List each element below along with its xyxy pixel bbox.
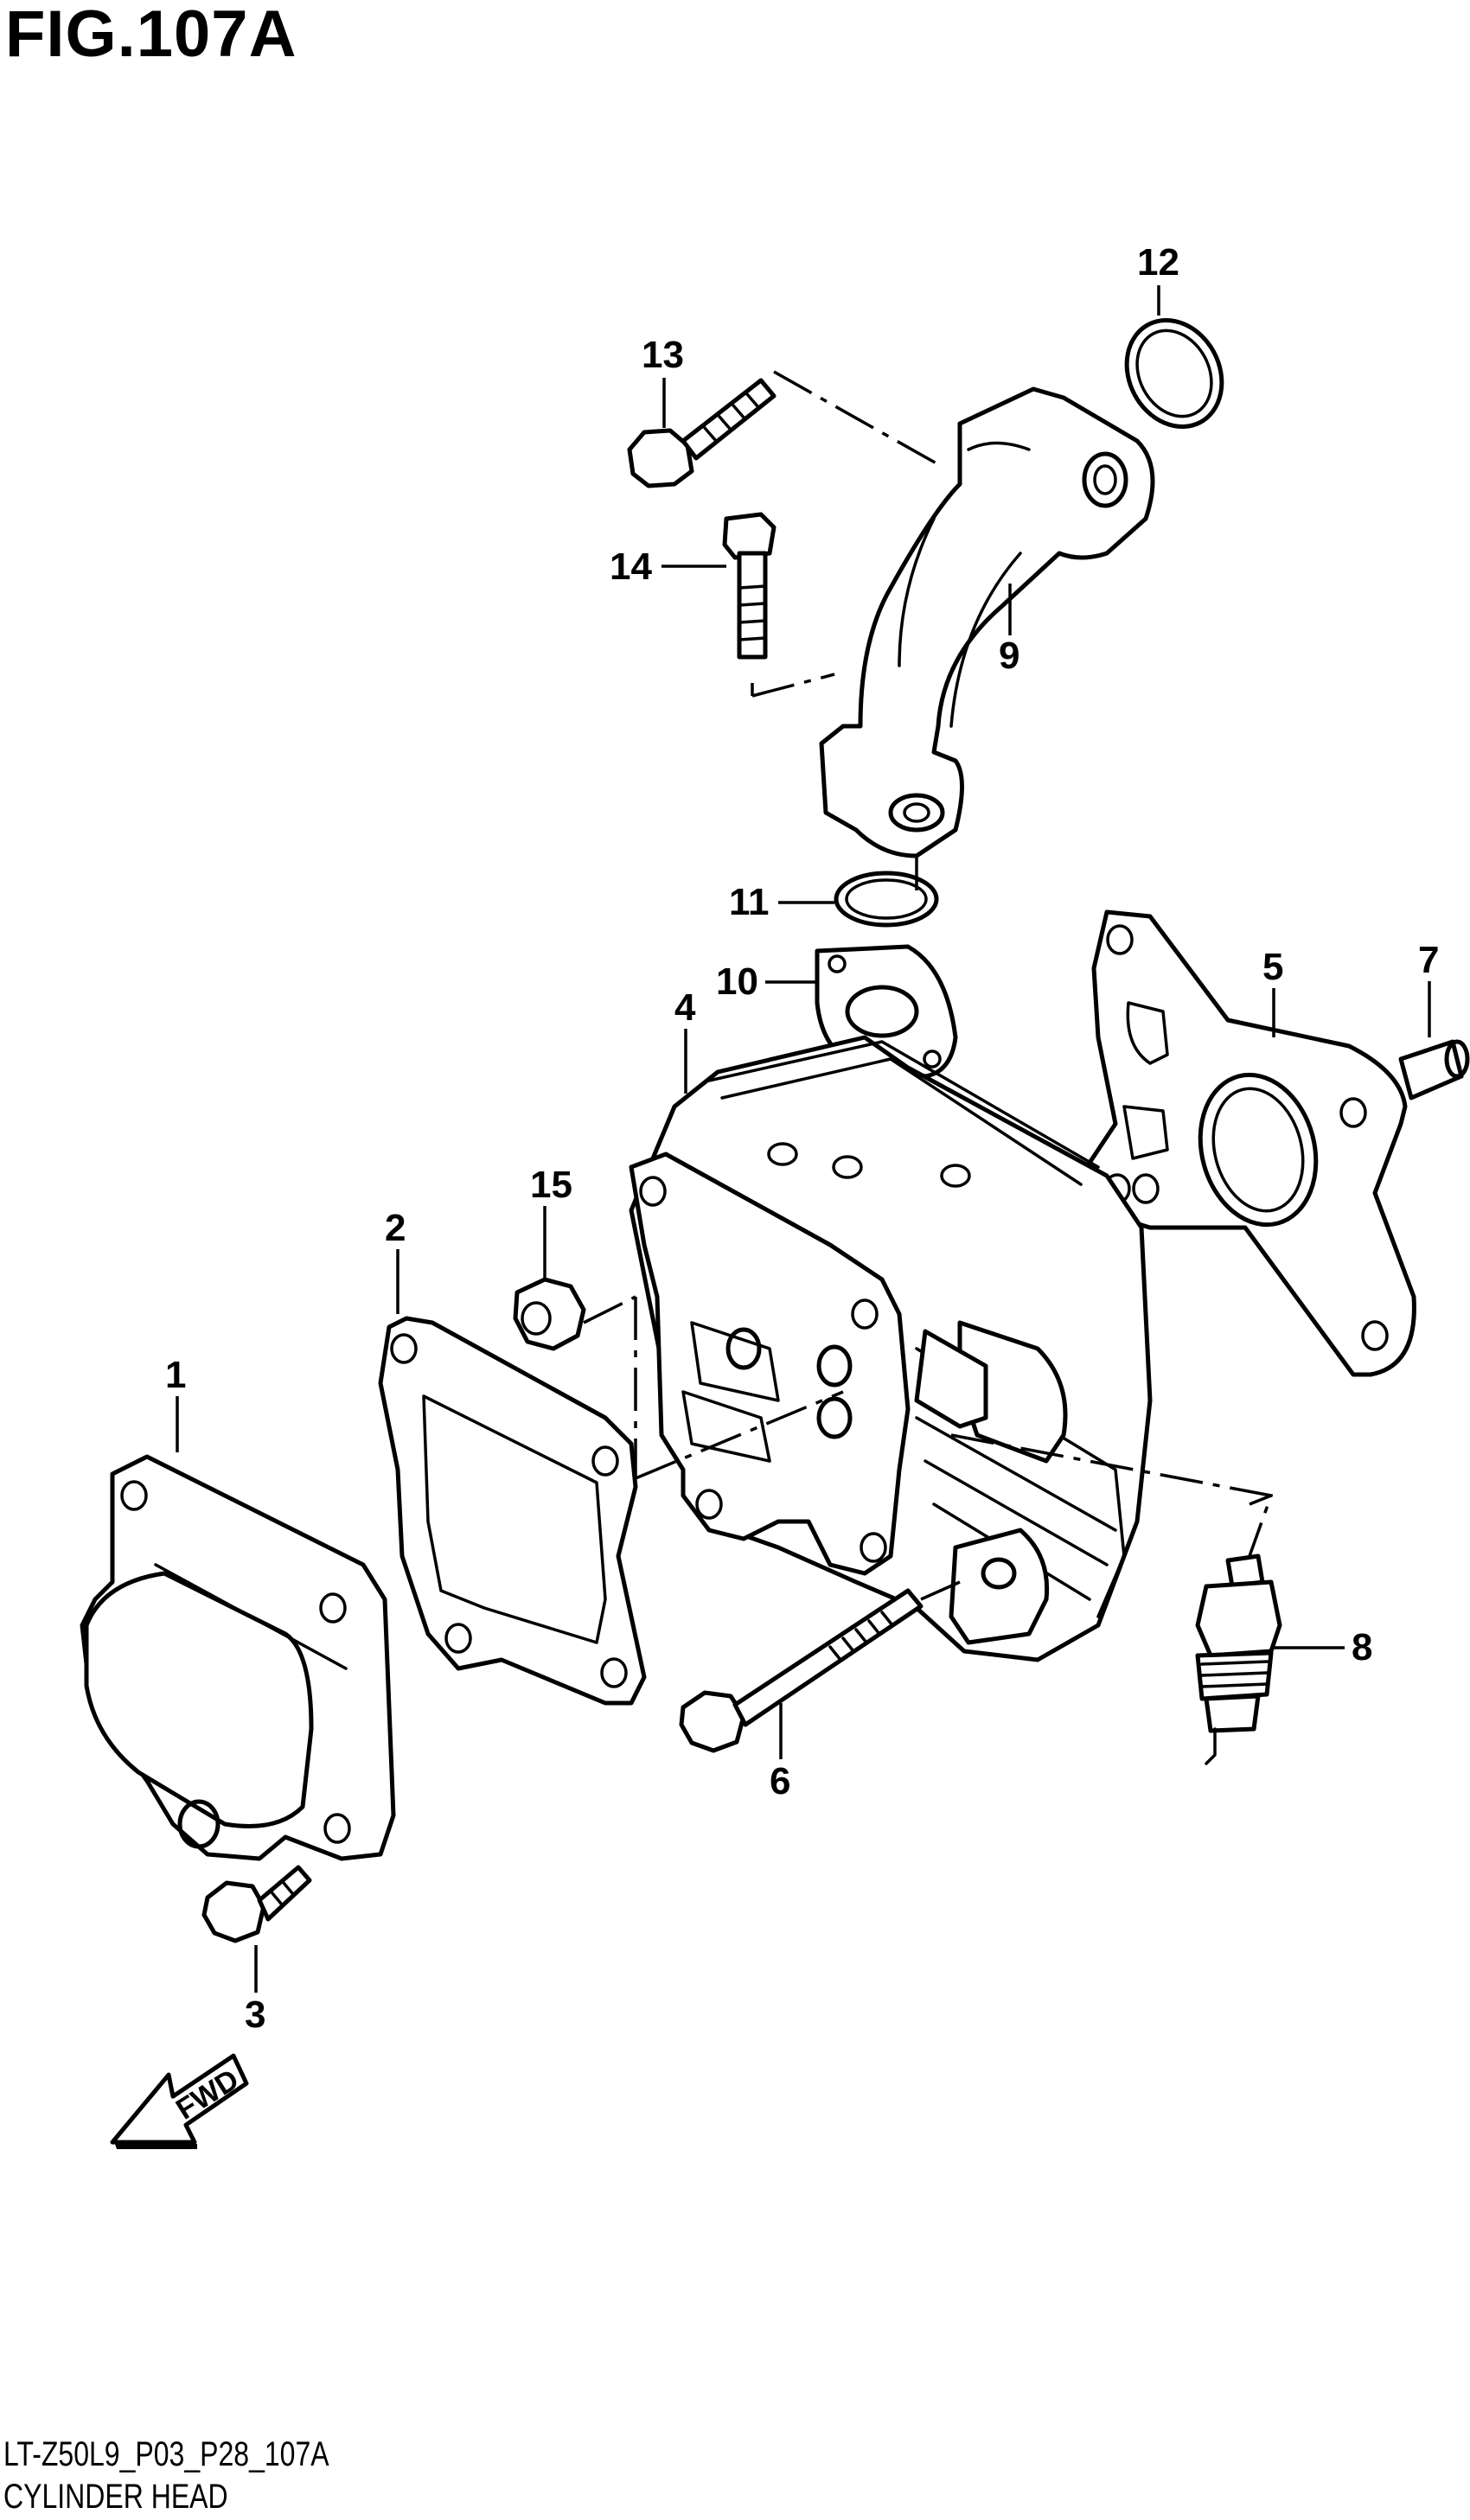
figure-code: LT-Z50L9_P03_P28_107A — [3, 2435, 329, 2473]
callout-6: 6 — [770, 1703, 790, 1802]
callout-15: 15 — [530, 1164, 572, 1279]
callout-11: 11 — [729, 881, 834, 923]
callout-2: 2 — [385, 1207, 406, 1314]
svg-text:8: 8 — [1352, 1626, 1372, 1668]
callout-13: 13 — [642, 334, 684, 428]
callout-14: 14 — [610, 545, 726, 588]
svg-text:14: 14 — [610, 545, 652, 588]
figure-title: FIG.107A — [5, 0, 297, 71]
part-4-cylinder-head — [629, 1035, 1153, 1662]
part-14-bolt — [722, 512, 835, 698]
part-6-bolt — [679, 1580, 961, 1753]
part-8-spark-plug — [950, 1433, 1282, 1765]
callout-8: 8 — [1271, 1626, 1372, 1668]
svg-text:2: 2 — [385, 1207, 406, 1249]
svg-text:6: 6 — [770, 1760, 790, 1802]
part-13-bolt — [627, 370, 943, 488]
figure-name: CYLINDER HEAD — [3, 2478, 228, 2516]
svg-text:12: 12 — [1137, 241, 1179, 284]
svg-text:4: 4 — [674, 986, 696, 1029]
part-2-gasket — [378, 1316, 647, 1706]
callout-1: 1 — [165, 1354, 186, 1452]
fwd-arrow-icon: FWD — [110, 2053, 249, 2149]
svg-text:13: 13 — [642, 334, 684, 376]
callout-3: 3 — [245, 1945, 265, 2036]
part-11-o-ring — [834, 871, 939, 928]
callout-7: 7 — [1418, 939, 1439, 1037]
part-12-o-ring — [1124, 317, 1224, 430]
svg-text:3: 3 — [245, 1994, 265, 2036]
callout-12: 12 — [1137, 241, 1179, 316]
callout-9: 9 — [999, 584, 1019, 677]
part-7-dowel-pin — [1398, 1039, 1470, 1101]
callout-4: 4 — [674, 986, 696, 1094]
svg-text:15: 15 — [530, 1164, 572, 1206]
part-1-head-cover — [80, 1454, 396, 1861]
svg-text:5: 5 — [1262, 946, 1283, 988]
svg-text:1: 1 — [165, 1354, 186, 1396]
svg-text:11: 11 — [729, 881, 770, 923]
svg-text:10: 10 — [716, 960, 758, 1003]
part-15-nut — [513, 1277, 844, 1480]
svg-text:7: 7 — [1418, 939, 1439, 981]
part-3-bolt — [201, 1865, 312, 1943]
svg-text:9: 9 — [999, 635, 1019, 677]
callout-10: 10 — [716, 960, 817, 1003]
callout-5: 5 — [1262, 946, 1283, 1037]
part-9-intake-pipe — [819, 386, 1155, 890]
